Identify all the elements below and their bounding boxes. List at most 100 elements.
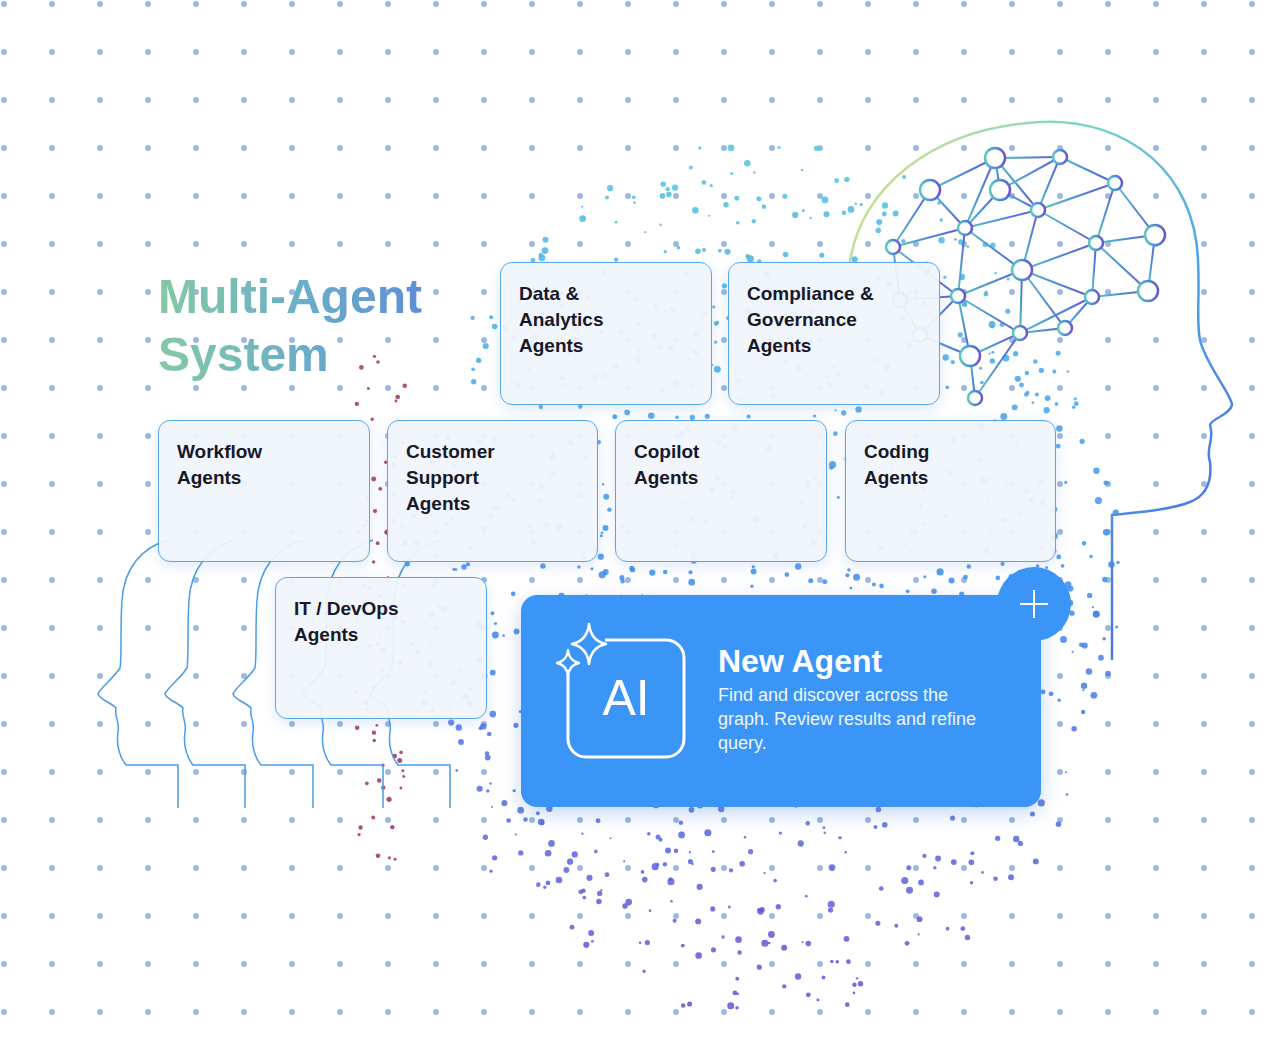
particle (951, 859, 957, 865)
particle (806, 992, 811, 997)
particle (768, 931, 775, 938)
network-link (1096, 183, 1115, 243)
particle (1044, 407, 1050, 413)
particle (487, 732, 492, 737)
particle (734, 196, 739, 201)
particle (620, 579, 624, 583)
particle (872, 583, 876, 587)
particle (402, 775, 405, 778)
particle (1081, 710, 1085, 714)
particle (984, 292, 989, 297)
agent-box: IT / DevOps Agents (275, 577, 487, 719)
particle (489, 782, 491, 784)
particle (672, 185, 678, 191)
particle (996, 576, 1001, 581)
particle (735, 936, 742, 943)
network-link (975, 333, 1020, 398)
particle (461, 564, 467, 570)
particle (873, 825, 877, 829)
particle (901, 877, 908, 884)
particle (732, 990, 737, 995)
particle (536, 882, 541, 887)
particle (679, 821, 683, 825)
particle (695, 248, 701, 254)
particle (355, 402, 359, 406)
particle (993, 876, 998, 881)
particle (990, 358, 995, 363)
particle (689, 851, 691, 853)
particle (714, 341, 717, 344)
agent-label: IT / DevOps Agents (294, 596, 434, 648)
particle (373, 739, 376, 742)
particle (792, 212, 798, 218)
agent-box: Compliance & Governance Agents (728, 262, 940, 405)
particle (642, 877, 648, 883)
particle (675, 415, 679, 419)
particle (492, 855, 497, 860)
particle (579, 215, 586, 222)
particle (795, 973, 801, 979)
particle (1095, 497, 1102, 504)
particle (689, 165, 693, 169)
particle (856, 977, 858, 979)
particle (1007, 277, 1010, 280)
particle (401, 769, 404, 772)
particle (753, 171, 756, 174)
particle (641, 870, 645, 874)
particle (594, 850, 598, 854)
particle (938, 237, 945, 244)
particle (502, 634, 505, 637)
particle (570, 925, 575, 930)
particle (491, 611, 495, 615)
particle (778, 146, 781, 149)
particle (540, 821, 544, 825)
particle (695, 918, 701, 924)
particle (1074, 397, 1077, 400)
particle (581, 833, 583, 835)
particle (371, 816, 375, 820)
particle (858, 981, 863, 986)
particle (603, 494, 609, 500)
card-heading: New Agent (718, 641, 1011, 681)
particle (492, 632, 499, 639)
particle (583, 942, 589, 948)
particle (536, 811, 540, 815)
particle (600, 889, 602, 891)
particle (538, 819, 545, 826)
particle (546, 880, 551, 885)
particle (748, 849, 753, 854)
diagram-title: Multi-Agent System (158, 268, 478, 384)
particle (963, 575, 968, 580)
agent-label: Customer Support Agents (406, 439, 516, 517)
particle (692, 207, 698, 213)
particle (1087, 593, 1092, 598)
particle (663, 570, 668, 575)
particle (781, 945, 787, 951)
particle (523, 817, 528, 822)
particle (373, 509, 377, 513)
particle (783, 252, 789, 258)
particle (714, 366, 721, 373)
network-node (1138, 281, 1158, 301)
particle (399, 787, 402, 790)
particle (394, 399, 397, 402)
particle (697, 884, 703, 890)
network-node (1013, 326, 1027, 340)
network-link (1038, 183, 1115, 210)
particle (623, 860, 625, 862)
card-body: Find and discover across the graph. Revi… (718, 683, 993, 755)
particle (876, 219, 882, 225)
particle (805, 941, 811, 947)
particle (994, 272, 996, 274)
particle (727, 1002, 734, 1009)
particle (656, 863, 659, 866)
particle (876, 807, 882, 813)
particle (714, 321, 719, 326)
particle (776, 904, 781, 909)
particle (517, 807, 524, 814)
network-link (1060, 157, 1115, 183)
particle (1056, 555, 1061, 560)
particle (1093, 611, 1100, 618)
network-node (1089, 236, 1103, 250)
particle (513, 789, 516, 792)
